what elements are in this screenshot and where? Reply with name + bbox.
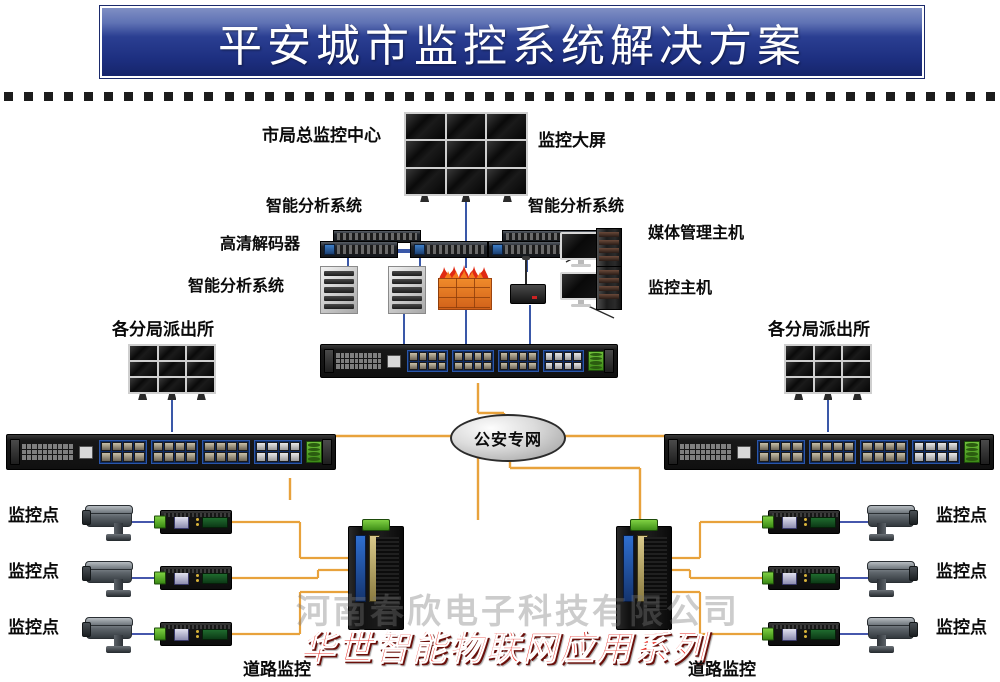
- media-converter-icon-r3: [762, 622, 840, 646]
- rack-sfp-group-3: [497, 350, 539, 372]
- media-host-label: 媒体管理主机: [648, 223, 745, 242]
- bullet-camera-icon-r1: [864, 505, 918, 542]
- branch-left-video-wall-icon: [128, 344, 216, 394]
- branch-left-label: 各分局派出所: [112, 320, 214, 340]
- rack-rj45-group: [912, 440, 960, 464]
- dashed-separator: [0, 90, 1000, 102]
- pc-tower-icon-2: [596, 266, 622, 310]
- rack-ear-right: [979, 438, 990, 466]
- router-icon: [510, 256, 546, 310]
- industrial-din-switch-left-icon: [348, 519, 404, 630]
- branch-right-rack-switch-icon: [664, 434, 994, 470]
- video-wall-icon: [404, 112, 528, 196]
- monitor-point-right-label-1: 监控点: [936, 506, 987, 526]
- bullet-camera-icon-l1: [82, 505, 136, 542]
- video-wall-stands: [404, 196, 528, 202]
- rack-terminal-block: [305, 441, 322, 463]
- public-security-network-node: 公安专网: [450, 414, 566, 462]
- din-terminal-block: [630, 519, 658, 531]
- road-right-label: 道路监控: [688, 660, 756, 680]
- rack-sfp-group-3: [860, 440, 909, 464]
- rack-ear-left: [10, 438, 20, 466]
- branch-left-rack-switch-icon: [6, 434, 336, 470]
- hd-decoder-icon-1: [320, 241, 398, 258]
- company-watermark: 河南春欣电子科技有限公司: [296, 592, 740, 632]
- rack-terminal-block: [963, 441, 980, 463]
- media-converter-icon-r1: [762, 510, 840, 534]
- rack-sfp-group-2: [452, 350, 494, 372]
- title-banner: 平安城市监控系统解决方案: [100, 6, 924, 78]
- media-converter-icon-l1: [154, 510, 232, 534]
- media-converter-icon-l3: [154, 622, 232, 646]
- branch-right-label: 各分局派出所: [768, 320, 870, 340]
- series-watermark: 华世智能物联网应用系列: [299, 629, 708, 670]
- monitor-point-left-label-3: 监控点: [8, 618, 59, 638]
- rack-rj45-group: [542, 350, 584, 372]
- analysis-row-label: 智能分析系统: [188, 276, 285, 295]
- rack-sfp-group-1: [98, 440, 147, 464]
- din-vent-body: [644, 537, 667, 611]
- bullet-camera-icon-l3: [82, 617, 136, 654]
- analysis-server-icon-2: [388, 266, 426, 314]
- din-port-column-left: [355, 535, 366, 603]
- firewall-icon: [438, 264, 492, 310]
- rack-mgmt-port: [78, 445, 93, 459]
- rack-ear-left: [668, 438, 678, 466]
- core-rack-switch-icon: [320, 344, 618, 378]
- bullet-camera-icon-r3: [864, 617, 918, 654]
- pc-tower-icon-1: [596, 228, 622, 270]
- analysis-right-label: 智能分析系统: [528, 196, 625, 215]
- media-converter-icon-l2: [154, 566, 232, 590]
- rack-led-block: [334, 351, 383, 370]
- hd-decoder-icon-2: [410, 241, 488, 258]
- rack-ear-right: [321, 438, 332, 466]
- analysis-server-icon-1: [320, 266, 358, 314]
- industrial-din-switch-right-icon: [616, 519, 672, 630]
- road-left-label: 道路监控: [243, 660, 311, 680]
- monitor-point-left-label-2: 监控点: [8, 562, 59, 582]
- bullet-camera-icon-r2: [864, 561, 918, 598]
- rack-sfp-group-1: [407, 350, 449, 372]
- decoder-label: 高清解码器: [220, 234, 301, 253]
- branch-right-video-wall-icon: [784, 344, 872, 394]
- rack-sfp-group-2: [808, 440, 857, 464]
- rack-sfp-group-3: [202, 440, 251, 464]
- network-label: 公安专网: [473, 430, 542, 449]
- center-title-label: 市局总监控中心: [262, 126, 381, 146]
- branch-right-stands: [784, 394, 872, 400]
- rack-mgmt-port: [736, 445, 751, 459]
- monitor-point-right-label-3: 监控点: [936, 618, 987, 638]
- branch-left-stands: [128, 394, 216, 400]
- din-terminal-block: [362, 519, 390, 531]
- rack-ear-left: [324, 348, 334, 374]
- rack-led-block: [678, 442, 733, 462]
- rack-mgmt-port: [387, 354, 402, 368]
- rack-terminal-block: [587, 351, 604, 371]
- analysis-left-label: 智能分析系统: [266, 196, 363, 215]
- rack-rj45-group: [254, 440, 302, 464]
- din-vent-body: [376, 537, 399, 611]
- page-title: 平安城市监控系统解决方案: [218, 21, 806, 72]
- video-wall-label: 监控大屏: [538, 131, 606, 151]
- monitor-point-left-label-1: 监控点: [8, 506, 59, 526]
- monitor-host-label: 监控主机: [648, 278, 713, 297]
- din-port-column-left: [623, 535, 634, 603]
- bullet-camera-icon-l2: [82, 561, 136, 598]
- rack-sfp-group-1: [756, 440, 805, 464]
- rack-sfp-group-2: [150, 440, 199, 464]
- monitor-point-right-label-2: 监控点: [936, 562, 987, 582]
- rack-led-block: [20, 442, 75, 462]
- media-converter-icon-r2: [762, 566, 840, 590]
- rack-ear-right: [603, 348, 614, 374]
